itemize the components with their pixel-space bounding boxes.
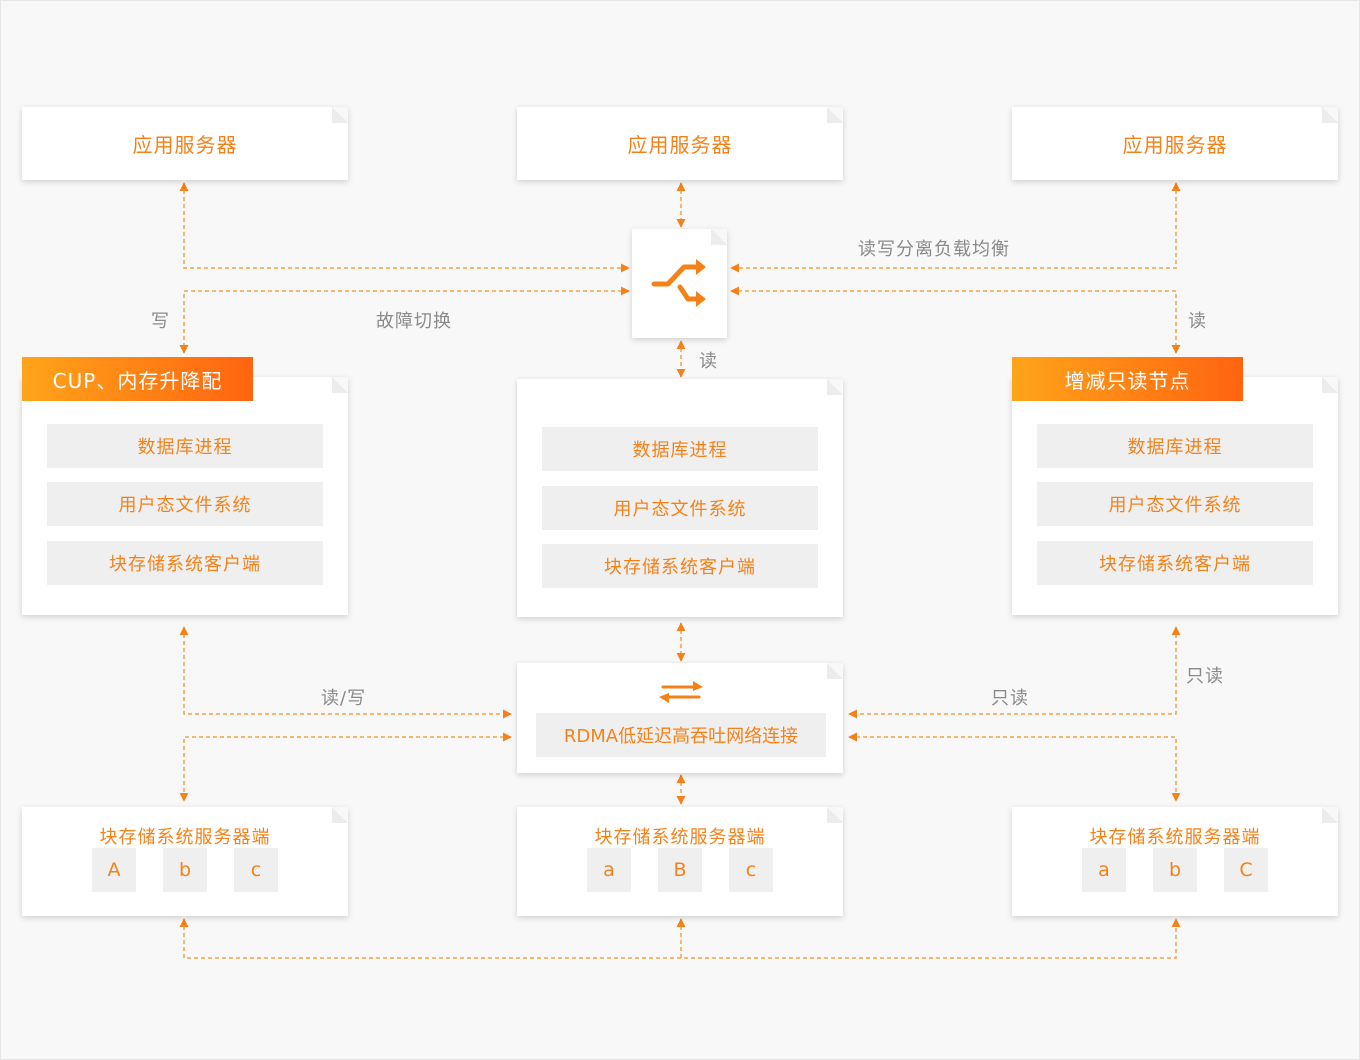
data-chunk: b: [1153, 848, 1197, 892]
app-server-center: 应用服务器: [517, 107, 843, 180]
data-chunk: c: [729, 848, 773, 892]
edge-label-write: 写: [151, 311, 170, 332]
data-chunk: c: [234, 848, 278, 892]
user-fs-box: 用户态文件系统: [542, 486, 818, 530]
rdma-label: RDMA低延迟高吞吐网络连接: [536, 713, 826, 757]
user-fs-box: 用户态文件系统: [1037, 482, 1313, 526]
app-server-left: 应用服务器: [22, 107, 348, 180]
data-chunk: a: [587, 848, 631, 892]
edge-label-read-center: 读: [699, 351, 718, 372]
edge-label-rw: 读/写: [321, 688, 367, 709]
storage-server-title: 块存储系统服务器端: [1089, 827, 1261, 848]
load-balancer-switch: [632, 229, 727, 338]
edge-label-failover: 故障切换: [376, 311, 452, 332]
edge-label-readonly-side: 只读: [1186, 666, 1224, 687]
storage-server-title: 块存储系统服务器端: [594, 827, 766, 848]
app-server-right: 应用服务器: [1012, 107, 1338, 180]
edge-label-rw-split: 读写分离负载均衡: [858, 239, 1010, 260]
data-chunk: b: [163, 848, 207, 892]
edge-label-readonly: 只读: [991, 688, 1029, 709]
storage-server-right: 块存储系统服务器端 a b C: [1012, 807, 1338, 916]
block-storage-client-box: 块存储系统客户端: [1037, 541, 1313, 585]
storage-server-left: 块存储系统服务器端 A b c: [22, 807, 348, 916]
data-chunk: a: [1082, 848, 1126, 892]
storage-server-title: 块存储系统服务器端: [99, 827, 271, 848]
app-server-label: 应用服务器: [627, 133, 733, 157]
bidirectional-arrows-icon: [659, 681, 703, 703]
block-storage-client-box: 块存储系统客户端: [47, 541, 323, 585]
app-server-label: 应用服务器: [132, 133, 238, 157]
storage-server-center: 块存储系统服务器端 a B c: [517, 807, 843, 916]
db-node-right: 数据库进程 用户态文件系统 块存储系统客户端: [1012, 377, 1338, 615]
data-chunk: C: [1224, 848, 1268, 892]
block-storage-client-box: 块存储系统客户端: [542, 544, 818, 588]
db-process-box: 数据库进程: [542, 427, 818, 471]
user-fs-box: 用户态文件系统: [47, 482, 323, 526]
db-process-box: 数据库进程: [1037, 424, 1313, 468]
app-server-label: 应用服务器: [1122, 133, 1228, 157]
data-chunk: B: [658, 848, 702, 892]
rdma-network: RDMA低延迟高吞吐网络连接: [517, 663, 843, 773]
readonly-nodes-tag: 增减只读节点: [1012, 357, 1243, 401]
db-node-center: 数据库进程 用户态文件系统 块存储系统客户端: [517, 379, 843, 617]
switch-arrows-icon: [651, 259, 706, 307]
scale-resources-tag: CUP、内存升降配: [22, 357, 253, 401]
db-process-box: 数据库进程: [47, 424, 323, 468]
data-chunk: A: [92, 848, 136, 892]
db-node-left: 数据库进程 用户态文件系统 块存储系统客户端: [22, 377, 348, 615]
edge-label-read-right: 读: [1188, 311, 1207, 332]
